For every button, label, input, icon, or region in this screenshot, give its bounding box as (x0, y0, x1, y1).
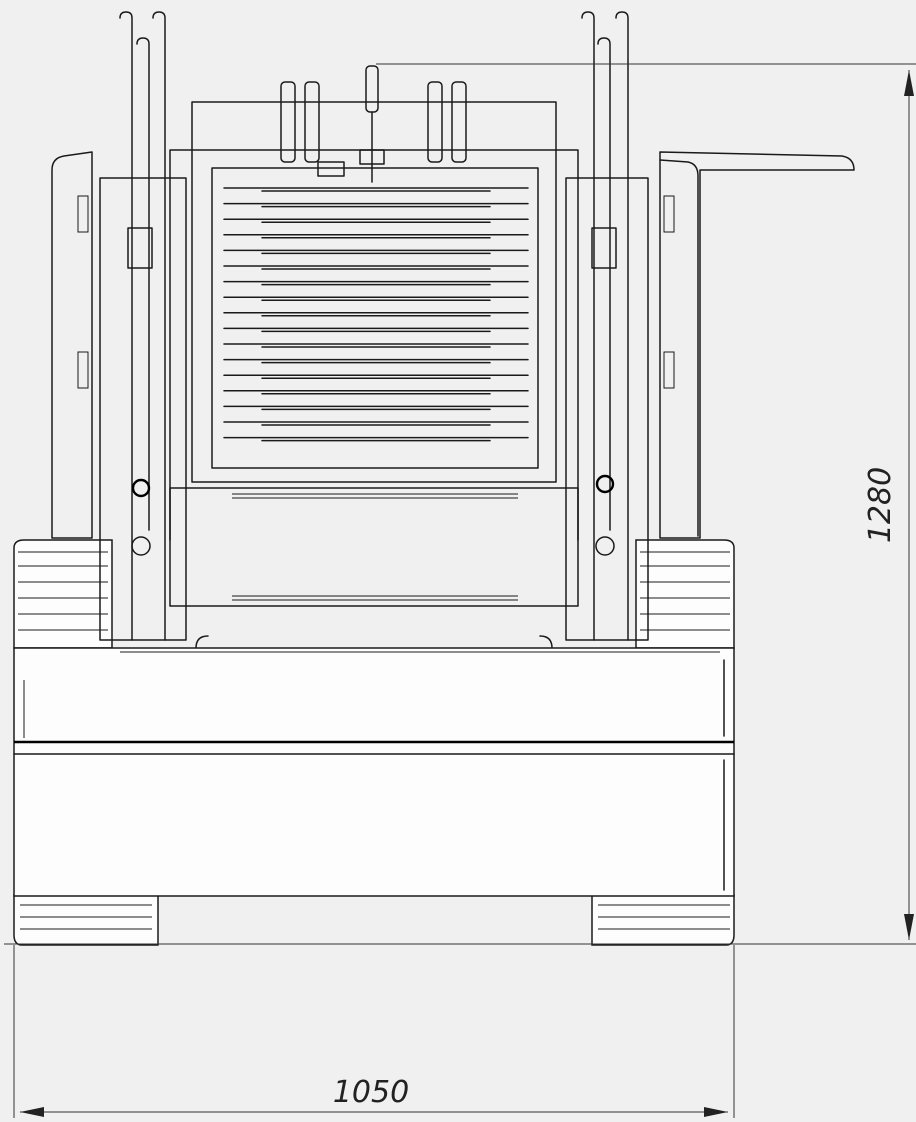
grille-slat (223, 343, 529, 348)
left-track (13, 539, 159, 946)
grille-slat (223, 390, 529, 395)
right-lift-arm (565, 11, 649, 641)
bucket (13, 647, 735, 897)
grille-slat (223, 436, 529, 442)
right-track (591, 539, 735, 946)
control-levers (280, 65, 467, 183)
height-dimension: 1280 (4, 63, 916, 945)
grille-slat (223, 405, 529, 411)
grille-slat (223, 187, 529, 192)
height-dimension-label: 1280 (863, 467, 898, 543)
body-side-panels (51, 151, 855, 539)
grille-slat (223, 312, 529, 317)
grille-slat (223, 265, 529, 270)
engine-housing (169, 101, 579, 541)
grille-slat (223, 358, 529, 364)
left-lift-arm (99, 11, 187, 641)
grille-slat (223, 374, 529, 379)
grille-slat (223, 421, 529, 426)
grille-slat (223, 218, 529, 223)
width-dimension-label: 1050 (333, 1075, 409, 1110)
grille-slat (223, 202, 529, 208)
grille-slat (223, 234, 529, 239)
grille-slat (223, 327, 529, 333)
front-plate (169, 487, 579, 649)
grille-slat (223, 296, 529, 301)
width-dimension: 1050 (13, 945, 735, 1118)
radiator-grille (223, 187, 529, 442)
grille-slat (223, 280, 529, 286)
grille-slat (223, 249, 529, 255)
